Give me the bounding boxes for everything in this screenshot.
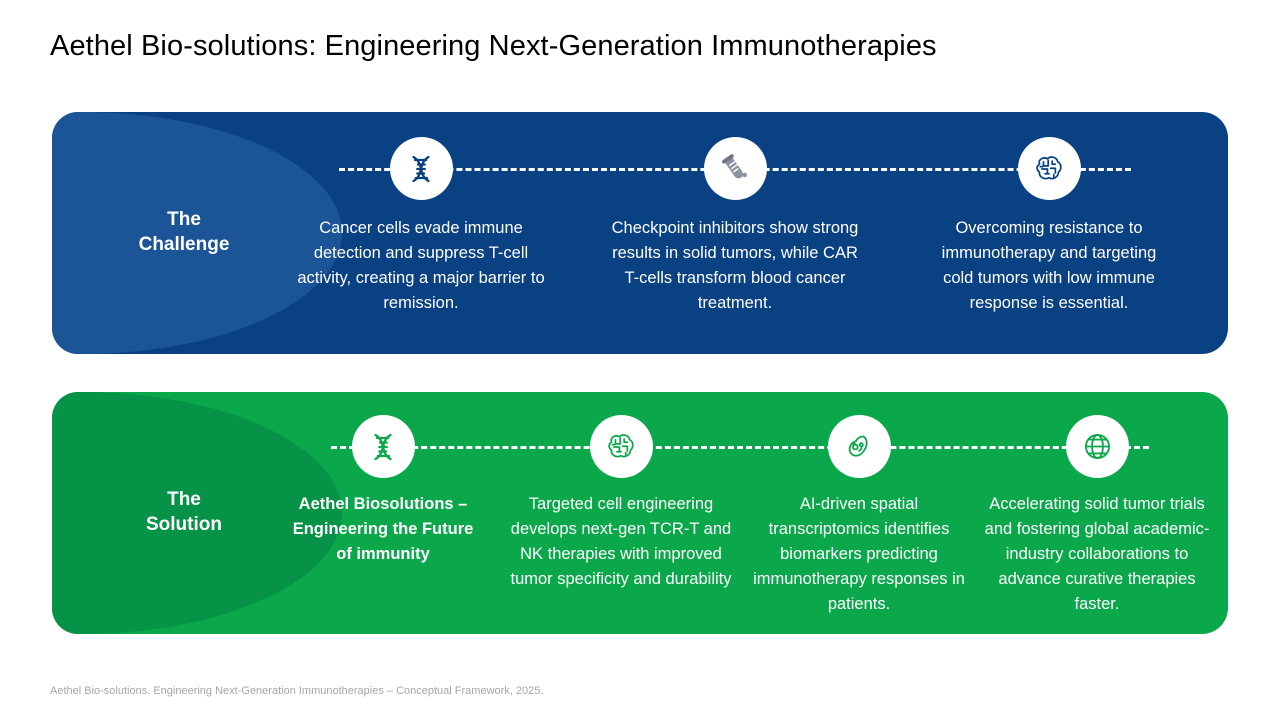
globe-icon xyxy=(1065,415,1129,478)
solution-step-3-text: AI-driven spatial transcriptomics identi… xyxy=(753,495,965,614)
challenge-step-2-text: Checkpoint inhibitors show strong result… xyxy=(611,219,859,313)
challenge-step-3[interactable]: Overcoming resistance to immunotherapy a… xyxy=(892,112,1206,316)
footer-caption: Aethel Bio-solutions. Engineering Next-G… xyxy=(50,685,544,697)
solution-panel: The Solution xyxy=(52,392,1228,634)
challenge-label-line2: Challenge xyxy=(138,234,230,255)
solution-label-line1: The xyxy=(167,489,201,511)
challenge-label: The Challenge xyxy=(104,112,264,354)
solution-connector-line xyxy=(330,446,1150,449)
solution-step-4[interactable]: Accelerating solid tumor trials and fost… xyxy=(978,392,1216,617)
dna-helix-icon xyxy=(351,415,415,478)
solution-step-3[interactable]: AI-driven spatial transcriptomics identi… xyxy=(740,392,978,617)
test-tube-icon xyxy=(703,137,767,200)
solution-step-2[interactable]: Targeted cell engineering develops next-… xyxy=(502,392,740,592)
challenge-step-2[interactable]: Checkpoint inhibitors show strong result… xyxy=(578,112,892,316)
brain-circuit-icon xyxy=(589,415,653,478)
challenge-step-3-text: Overcoming resistance to immunotherapy a… xyxy=(941,219,1157,313)
solution-step-1[interactable]: Aethel Biosolutions – Engineering the Fu… xyxy=(264,392,502,567)
solution-steps: Aethel Biosolutions – Engineering the Fu… xyxy=(264,392,1216,634)
brain-circuit-icon xyxy=(1017,137,1081,200)
dna-helix-icon xyxy=(389,137,453,200)
solution-label-line2: Solution xyxy=(146,514,222,535)
solution-step-2-text: Targeted cell engineering develops next-… xyxy=(510,495,732,589)
solution-label: The Solution xyxy=(104,392,264,634)
page-title: Aethel Bio-solutions: Engineering Next-G… xyxy=(50,30,937,62)
challenge-steps: Cancer cells evade immune detection and … xyxy=(264,112,1206,354)
cell-microscope-icon xyxy=(827,415,891,478)
solution-step-4-text: Accelerating solid tumor trials and fost… xyxy=(984,495,1210,614)
challenge-label-line1: The xyxy=(167,209,201,231)
challenge-step-1-text: Cancer cells evade immune detection and … xyxy=(297,219,545,313)
challenge-step-1[interactable]: Cancer cells evade immune detection and … xyxy=(264,112,578,316)
solution-step-1-text: Aethel Biosolutions – Engineering the Fu… xyxy=(292,495,474,564)
challenge-panel: The Challenge xyxy=(52,112,1228,354)
